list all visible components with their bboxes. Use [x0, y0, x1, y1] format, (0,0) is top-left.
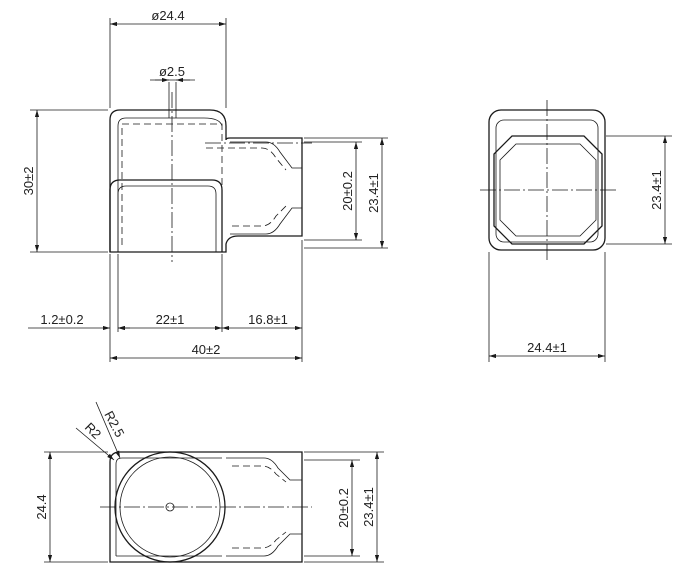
top-inner-dia-label: 20±0.2 — [336, 488, 351, 528]
front-hole-diameter-label: ø2.5 — [159, 64, 185, 79]
top-outer-dia-label: 23.4±1 — [361, 487, 376, 527]
top-height-label: 24.4 — [34, 494, 49, 519]
side-width-label: 24.4±1 — [527, 340, 567, 355]
front-height-label: 30±2 — [21, 167, 36, 196]
front-total-length-label: 40±2 — [192, 342, 221, 357]
front-lower-cup — [109, 179, 223, 252]
front-stub-lower-hidden — [232, 205, 287, 227]
side-view: 23.4±1 24.4±1 — [480, 100, 672, 362]
top-radius-inner-label: R2 — [82, 420, 104, 442]
front-body-inner-skin — [117, 117, 223, 252]
front-lower-cup-inner — [117, 185, 217, 252]
top-view: R2.5 R2 24.4 20±0.2 23.4±1 — [34, 401, 384, 563]
front-view: ø24.4 ø2.5 30±2 20±0.2 23.4±1 1.2±0.2 2 — [21, 8, 388, 362]
front-wall-label: 1.2±0.2 — [40, 312, 83, 327]
side-octagon-inner — [499, 143, 597, 237]
front-stub-length-label: 16.8±1 — [248, 312, 288, 327]
top-body-inner — [115, 457, 222, 556]
side-octagon-outer — [493, 135, 603, 245]
side-height-label: 23.4±1 — [649, 170, 664, 210]
front-stub-lower — [230, 207, 302, 235]
front-stub-upper-hidden — [206, 147, 287, 171]
front-body-outline — [109, 109, 303, 253]
front-inner-dia-label: 20±0.2 — [340, 171, 355, 211]
front-outer-dia-label: 23.4±1 — [366, 173, 381, 213]
front-stub-upper — [230, 141, 302, 169]
front-outer-diameter-label: ø24.4 — [151, 8, 184, 23]
front-body-length-label: 22±1 — [156, 312, 185, 327]
